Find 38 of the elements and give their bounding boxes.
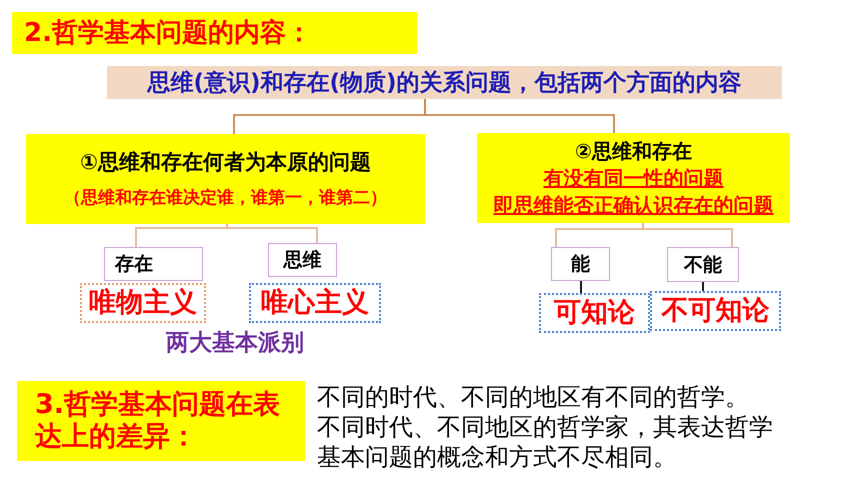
bracket-line	[424, 99, 615, 133]
heading-box	[17, 381, 305, 461]
question-subtitle: 有没有同一性的问题	[544, 164, 724, 192]
paragraph: 不同的时代、不同的地区有不同的哲学。	[317, 382, 750, 412]
theory-box	[650, 291, 781, 331]
school-box	[249, 283, 381, 323]
topic-text: 思维(意识)和存在(物质)的关系问题，包括两个方面的内容	[147, 68, 742, 96]
theory-name: 可知论	[554, 297, 635, 329]
bracket-line	[135, 224, 228, 247]
answer-box	[551, 247, 610, 281]
question-box	[477, 133, 790, 223]
answer-box	[104, 247, 203, 281]
school-box	[80, 283, 206, 323]
question-box	[26, 134, 425, 224]
topic-box	[107, 66, 782, 99]
theory-name: 不可知论	[662, 295, 770, 327]
bracket-line	[642, 223, 733, 247]
paragraph: 不同时代、不同地区的哲学家，其表达哲学基本问题的概念和方式不尽相同。	[317, 412, 774, 472]
school-name: 唯物主义	[89, 287, 197, 319]
heading-box	[12, 12, 417, 54]
theory-box	[539, 293, 650, 333]
question-title: ①思维和存在何者为本原的问题	[80, 149, 371, 175]
answer-text: 思维	[284, 248, 322, 272]
group-caption: 两大基本派别	[166, 329, 305, 358]
answer-text: 存在	[115, 252, 153, 276]
connector-line	[580, 281, 582, 293]
answer-box	[268, 243, 337, 277]
answer-text: 不能	[684, 252, 722, 276]
question-note: （思维和存在谁决定谁，谁第一，谁第二）	[64, 187, 387, 209]
question-note: 即思维能否正确认识存在的问题	[494, 192, 774, 218]
answer-text: 能	[571, 252, 590, 276]
question-title: ②思维和存在	[575, 138, 692, 164]
bracket-line	[226, 224, 318, 243]
section-heading: 2.哲学基本问题的内容：	[24, 17, 312, 49]
answer-box	[667, 247, 739, 282]
section-heading: 3.哲学基本问题在表达上的差异：	[35, 389, 282, 453]
connector-line	[702, 282, 704, 291]
school-name: 唯心主义	[261, 287, 369, 319]
